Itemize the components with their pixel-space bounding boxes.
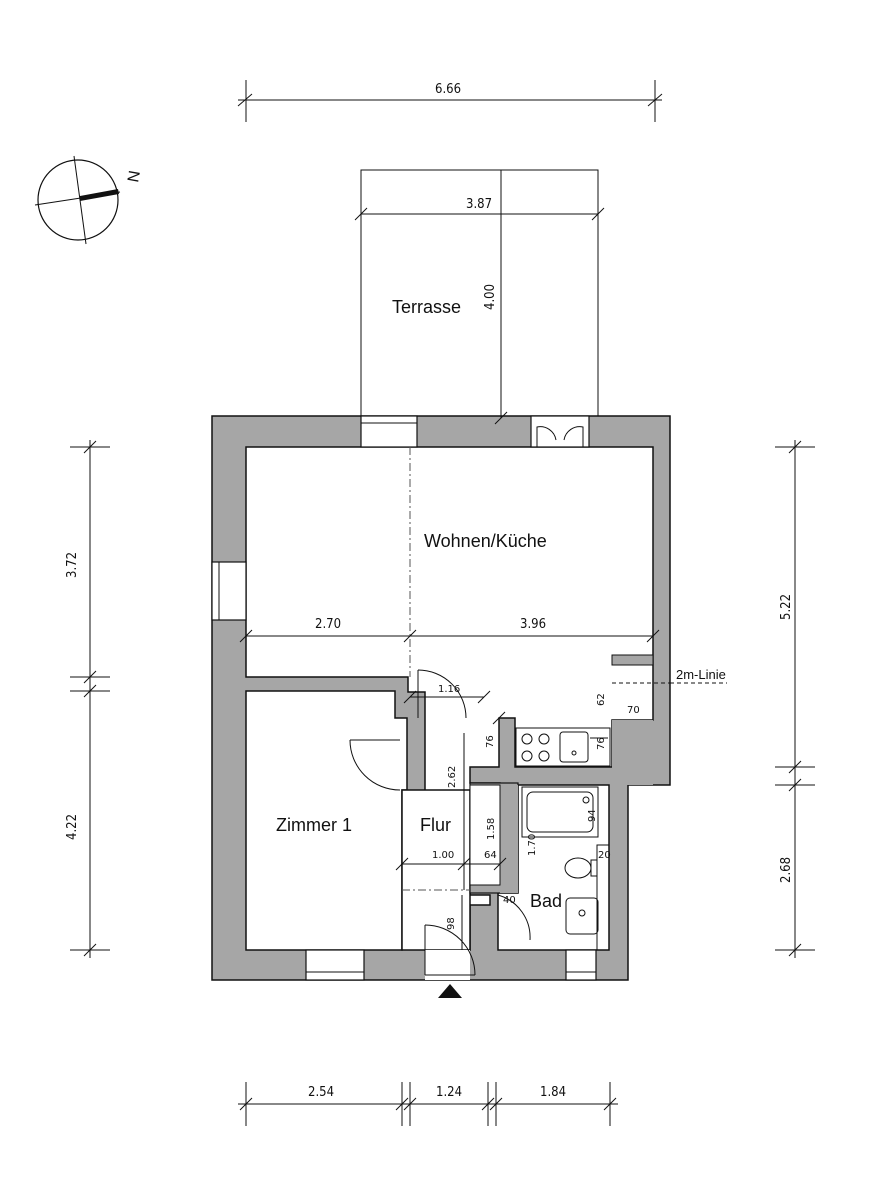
- window-room1: [305, 949, 365, 981]
- dim-terrace-width: 3.87: [466, 197, 492, 212]
- dim-left-upper: 3.72: [65, 552, 80, 578]
- terrace-label: Terrasse: [392, 297, 461, 317]
- dim-entry-98: 98: [446, 917, 457, 930]
- dim-counter-62: 62: [596, 693, 607, 706]
- dim-left-lower: 4.22: [65, 814, 80, 840]
- dim-bath-20: 20: [598, 850, 611, 861]
- dim-right-lower: 2.68: [779, 857, 794, 883]
- dim-kitchen-depth: 76: [485, 735, 496, 748]
- exterior-dimensions: 6.66 3.72 4.22 5.22 2.68: [65, 80, 815, 1126]
- dim-living-left: 2.70: [315, 617, 341, 632]
- terrace-door: [530, 415, 590, 448]
- room-labels: Wohnen/Küche Zimmer 1 Flur Bad 2m-Linie: [276, 531, 726, 911]
- two-m-line-note: 2m-Linie: [676, 667, 726, 682]
- compass: N: [34, 155, 144, 245]
- living-kitchen-label: Wohnen/Küche: [424, 531, 547, 551]
- dim-bottom-left: 2.54: [308, 1085, 334, 1100]
- bathtub-icon: [521, 786, 599, 838]
- shelf-icon: [596, 844, 610, 951]
- kitchen-sink-icon: [559, 731, 589, 763]
- interior-dimensions: 3.87 4.00 2.70 3.96 1.16 2.62 1.00 64 1.…: [239, 170, 660, 950]
- doors: [349, 415, 590, 998]
- dim-sink: 76: [596, 737, 607, 750]
- dim-hall-niche-depth: 1.58: [486, 818, 497, 840]
- dim-bottom-mid: 1.24: [436, 1085, 462, 1100]
- dim-bath-length: 1.70: [527, 834, 538, 856]
- kitchen-fixtures: [515, 727, 611, 767]
- dim-hall-width: 1.00: [432, 850, 454, 861]
- north-arrow-icon: [80, 189, 119, 201]
- dim-bottom-right: 1.84: [540, 1085, 566, 1100]
- window-left: [211, 561, 247, 621]
- dim-bath-40: 40: [503, 895, 516, 906]
- hall-label: Flur: [420, 815, 451, 835]
- terrace: Terrasse: [360, 169, 599, 418]
- windows: [211, 415, 597, 981]
- dim-terrace-depth: 4.00: [483, 284, 498, 310]
- entrance-marker-icon: [438, 984, 462, 998]
- compass-north-label: N: [125, 169, 144, 183]
- window-bath: [565, 949, 597, 981]
- dim-hall-length: 2.62: [447, 766, 458, 788]
- bath-fixtures: [521, 786, 610, 951]
- dim-right-upper: 5.22: [779, 594, 794, 620]
- dim-bath-94: 94: [587, 809, 598, 822]
- dim-counter-70: 70: [627, 705, 640, 716]
- washbasin-icon: [565, 897, 599, 935]
- dim-living-right: 3.96: [520, 617, 546, 632]
- room1-label: Zimmer 1: [276, 815, 352, 835]
- dim-hall-niche-width: 64: [484, 850, 497, 861]
- dim-hall-door: 1.16: [438, 684, 460, 695]
- hob-icon: [521, 733, 533, 745]
- window-top-left: [360, 415, 418, 448]
- dim-top-overall: 6.66: [435, 82, 461, 97]
- room-floors: [245, 446, 654, 951]
- bath-label: Bad: [530, 891, 562, 911]
